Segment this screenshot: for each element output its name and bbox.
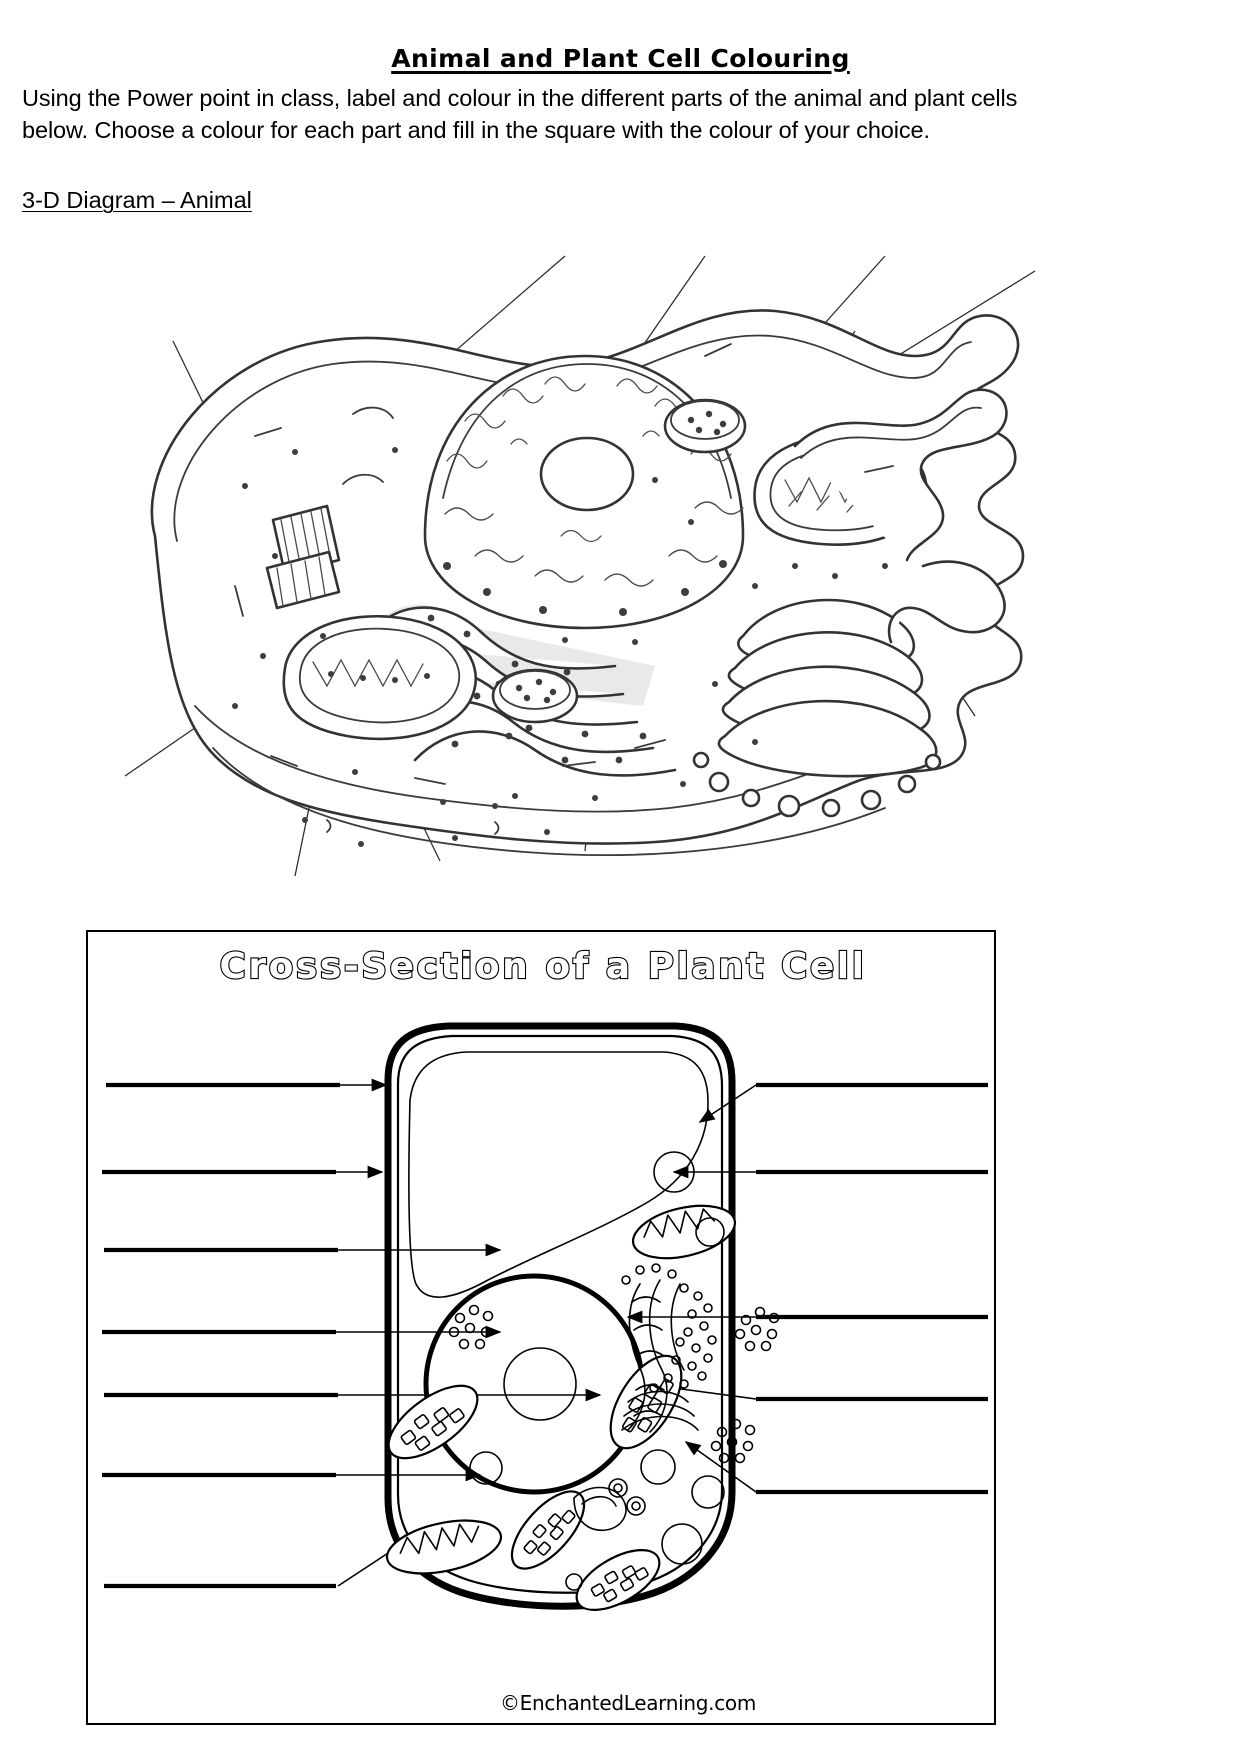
mitochondrion-lower-illustration — [282, 614, 478, 741]
mitochondrion-lower-left — [385, 1519, 503, 1575]
peroxisome-group — [608, 1478, 646, 1516]
golgi-illustration — [692, 598, 942, 818]
plant-right-label-lines[interactable] — [756, 1082, 988, 1495]
chloroplast-bottom-right — [575, 1549, 661, 1611]
lysosome-lower-illustration — [491, 668, 579, 724]
cytoskeleton-illustration — [232, 343, 894, 847]
vacuole-outline — [408, 1051, 709, 1298]
mitochondrion-upper-right — [631, 1204, 737, 1260]
chloroplast-centre — [609, 1354, 683, 1450]
plant-cell-illustration: .wall { fill:none; stroke:#000; stroke-w… — [102, 1022, 988, 1611]
smooth-er-illustration — [573, 1486, 627, 1531]
ribosome-cluster-right — [734, 1306, 780, 1352]
animal-cell-illustration: .ol { fill:#ffffff; stroke:#333333; stro… — [124, 255, 1036, 877]
smooth-er-illustration — [793, 388, 1008, 644]
membrane-vesicle — [653, 1151, 695, 1193]
lysosome-illustration — [663, 398, 747, 454]
vesicle-group — [469, 1217, 725, 1591]
ribosome-cluster-upper — [448, 1304, 494, 1350]
nucleus-illustration — [423, 354, 745, 630]
plant-cell-figure: Cross-Section of a Plant Cell .wall { fi… — [86, 930, 996, 1725]
plant-cell-title: Cross-Section of a Plant Cell — [218, 945, 867, 988]
chloroplast-lower — [510, 1490, 586, 1570]
animal-section-heading: 3-D Diagram – Animal — [22, 187, 252, 213]
instructions-text: Using the Power point in class, label an… — [22, 85, 1018, 143]
animal-cell-diagram: .ol { fill:#ffffff; stroke:#333333; stro… — [95, 236, 1095, 886]
plant-left-label-lines[interactable] — [102, 1082, 340, 1589]
nucleus-outline — [423, 1273, 645, 1495]
ribosome-cluster-lower-right — [710, 1418, 756, 1464]
centriole-illustration — [265, 504, 341, 610]
chloroplast-left — [387, 1384, 479, 1460]
page-title: Animal and Plant Cell Colouring — [391, 44, 850, 73]
copyright-credit: ©EnchantedLearning.com — [499, 1691, 757, 1715]
cell-wall-outline — [384, 1022, 736, 1610]
nucleolus-outline — [503, 1347, 577, 1421]
endoplasmic-reticulum-illustration — [621, 1263, 717, 1433]
